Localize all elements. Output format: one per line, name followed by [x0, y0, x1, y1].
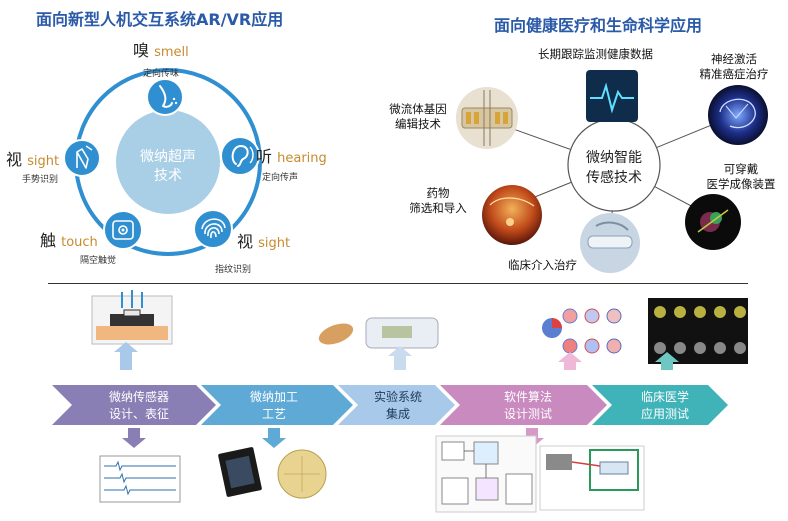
stage-2-chevron: [201, 385, 353, 425]
stage-2-label: 微纳加工 工艺: [249, 390, 298, 421]
algorithm-flowchart-icon: [435, 435, 537, 513]
right-panel-title: 面向健康医疗和生命科学应用: [494, 16, 703, 35]
left-panel-title: 面向新型人机交互系统AR/VR应用: [36, 10, 284, 29]
ear-icon: [220, 136, 260, 176]
stage-4-label: 软件算法 设计测试: [503, 390, 552, 421]
sense-sight-left-sub: 手势识别: [22, 175, 59, 185]
stage-1-label: 微纳传感器 设计、表征: [108, 390, 169, 421]
sense-sight-right-sub: 指纹识别: [215, 265, 252, 275]
touch-icon: [103, 210, 143, 250]
brain-icon: [708, 85, 768, 145]
left-center-label: 微纳超声 技术: [140, 149, 196, 184]
medical-scan-icon: [685, 194, 741, 250]
sense-hearing-sub: 定向传声: [262, 173, 299, 183]
stage-1-chevron: [52, 385, 216, 425]
sense-ring-diagram: [63, 68, 262, 256]
sense-touch-sub: 隔空触觉: [80, 256, 117, 266]
medical-image-grid-icon: [648, 298, 748, 364]
stage-5-label: 临床医学 应用测试: [640, 390, 689, 421]
center-disc: [116, 110, 220, 214]
sense-sight-left-label: 视 sight: [6, 150, 60, 169]
up-arrows: [114, 342, 679, 370]
gesture-icon: [63, 139, 101, 177]
right-center-label: 微纳智能 传感技术: [586, 150, 642, 186]
system-device-icon: [318, 317, 439, 349]
fingerprint-icon: [193, 209, 233, 249]
app-label-neuro: 神经激活 精准癌症治疗: [699, 52, 769, 81]
cells-icon: [482, 185, 542, 245]
microfluidic-icon: [456, 87, 518, 149]
sensor-device-icon: [91, 290, 173, 345]
app-label-imaging: 可穿戴 医学成像装置: [706, 162, 776, 191]
health-app-diagram: [456, 70, 768, 273]
nose-icon: [146, 78, 184, 116]
sense-smell-label: 嗅 smell: [133, 41, 189, 60]
app-label-clinical: 临床介入治疗: [508, 258, 577, 272]
sense-sight-right-label: 视 sight: [237, 232, 291, 251]
clinical-icon: [580, 213, 640, 273]
chip-wafer-icon: [218, 447, 327, 499]
pipeline-diagram: [52, 290, 748, 513]
instrument-setup-icon: [539, 445, 645, 511]
section-divider: [48, 283, 748, 284]
sense-touch-label: 触 touch: [40, 231, 98, 250]
heatmap-panels-icon: [542, 308, 622, 354]
waveform-chart-icon: [99, 455, 181, 503]
stage-3-chevron: [338, 385, 455, 425]
app-label-monitoring: 长期跟踪监测健康数据: [538, 47, 653, 61]
stage-5-chevron: [592, 385, 728, 425]
stage-4-chevron: [440, 385, 607, 425]
sense-hearing-label: 听 hearing: [256, 147, 327, 166]
stage-3-label: 实验系统 集成: [373, 390, 422, 421]
sense-smell-sub: 定向传味: [143, 69, 180, 79]
app-label-microfluidic: 微流体基因 编辑技术: [389, 102, 447, 131]
heartbeat-icon: [586, 70, 638, 122]
app-label-drug: 药物 筛选和导入: [409, 186, 467, 215]
